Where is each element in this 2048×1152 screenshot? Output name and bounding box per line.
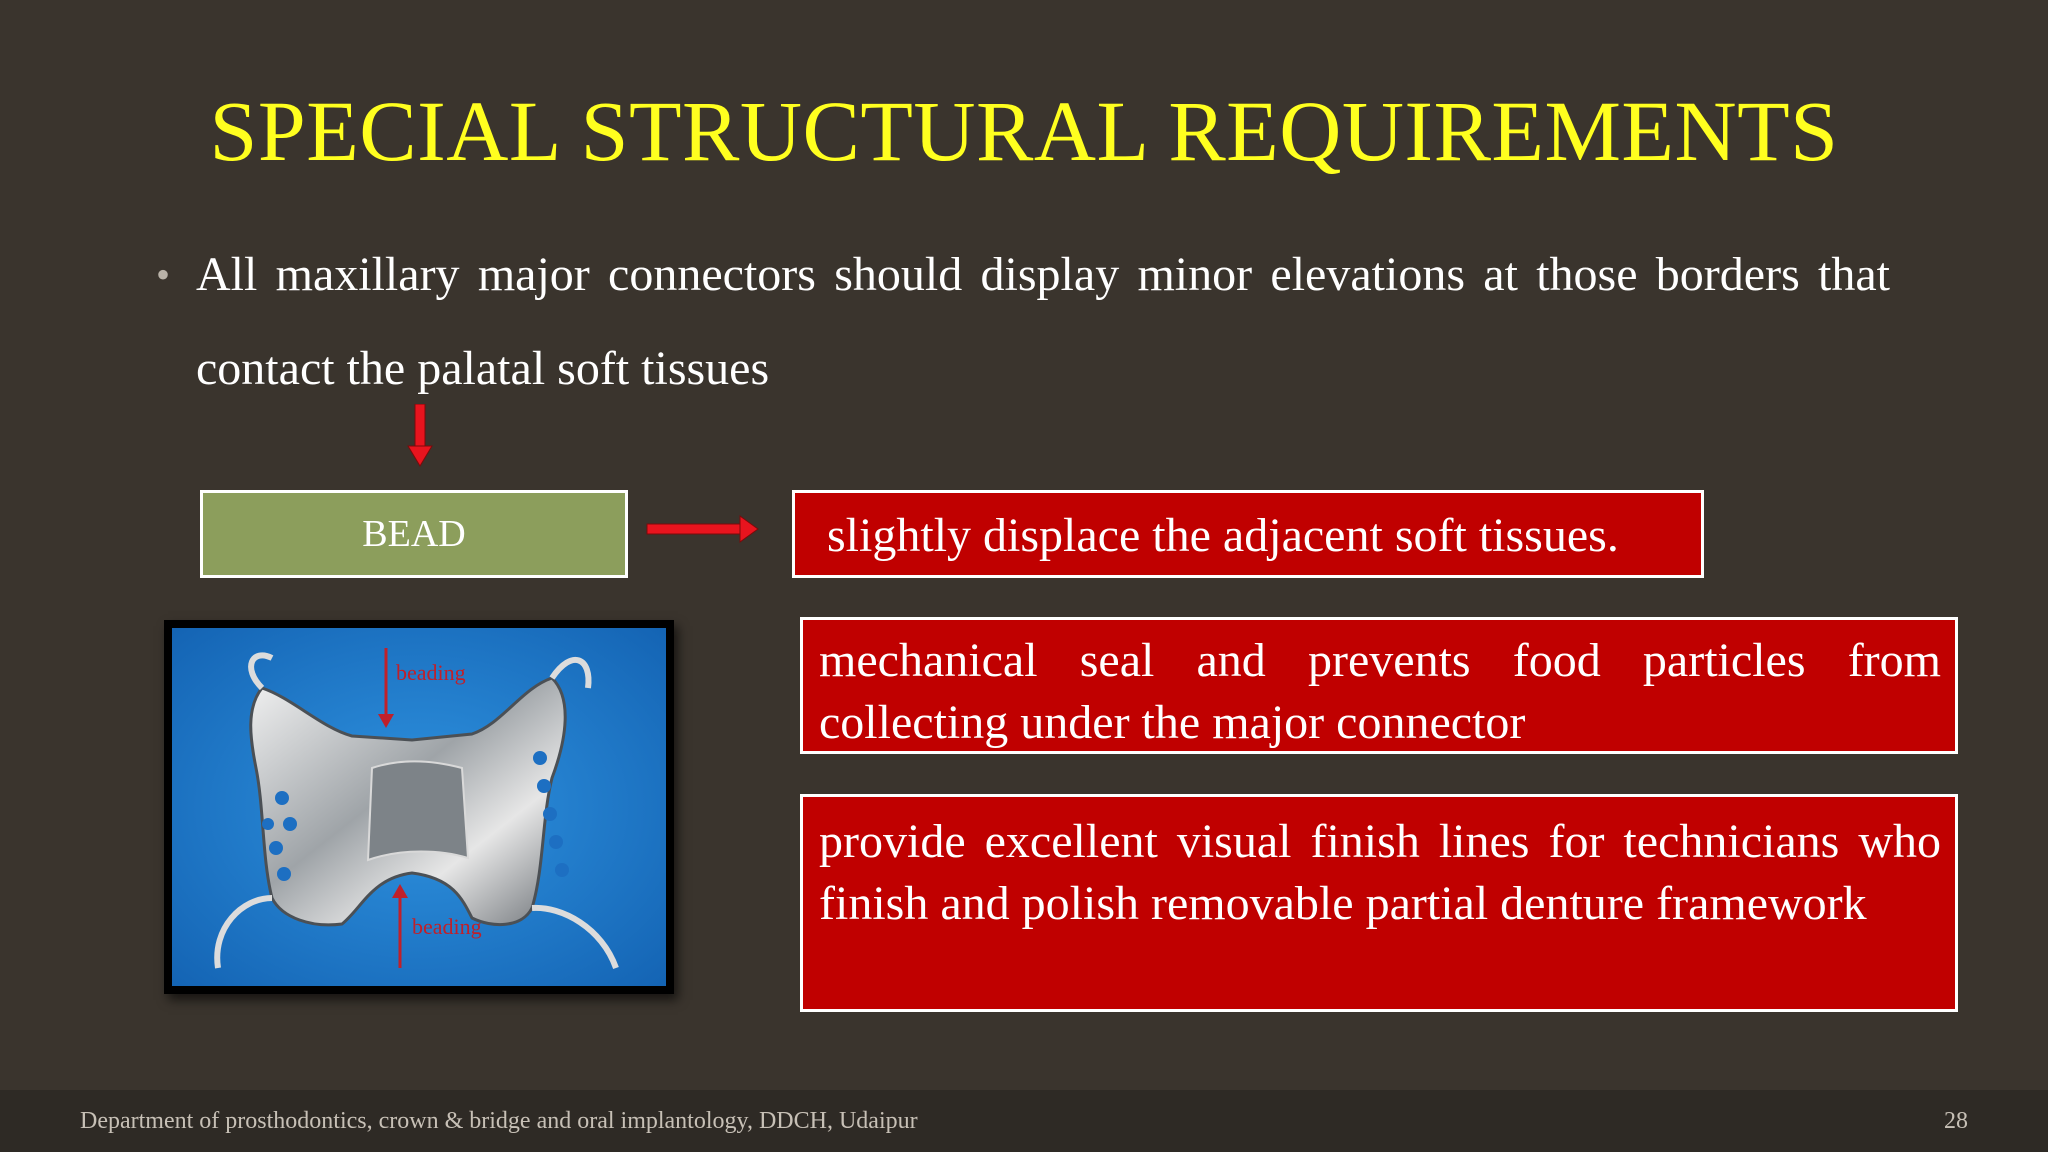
- beading-label-top: beading: [396, 660, 466, 685]
- right-arrow-icon: [646, 515, 759, 543]
- slide-title: SPECIAL STRUCTURAL REQUIREMENTS: [209, 83, 1839, 179]
- effect-box-displace: slightly displace the adjacent soft tiss…: [792, 490, 1704, 578]
- beading-label-bottom: beading: [412, 914, 482, 939]
- effect-box-finish-lines: provide excellent visual finish lines fo…: [800, 794, 1958, 1012]
- page-number: 28: [1944, 1108, 1968, 1134]
- bullet-marker: •: [156, 252, 171, 297]
- denture-framework-photo: beading beading: [164, 620, 674, 994]
- effect-box-seal: mechanical seal and prevents food partic…: [800, 617, 1958, 754]
- footer-bar: [0, 1090, 2048, 1152]
- bullet-text: All maxillary major connectors should di…: [196, 248, 1890, 395]
- footer-text: Department of prosthodontics, crown & br…: [80, 1108, 918, 1134]
- down-arrow-icon: [407, 404, 433, 467]
- bead-box: BEAD: [200, 490, 628, 578]
